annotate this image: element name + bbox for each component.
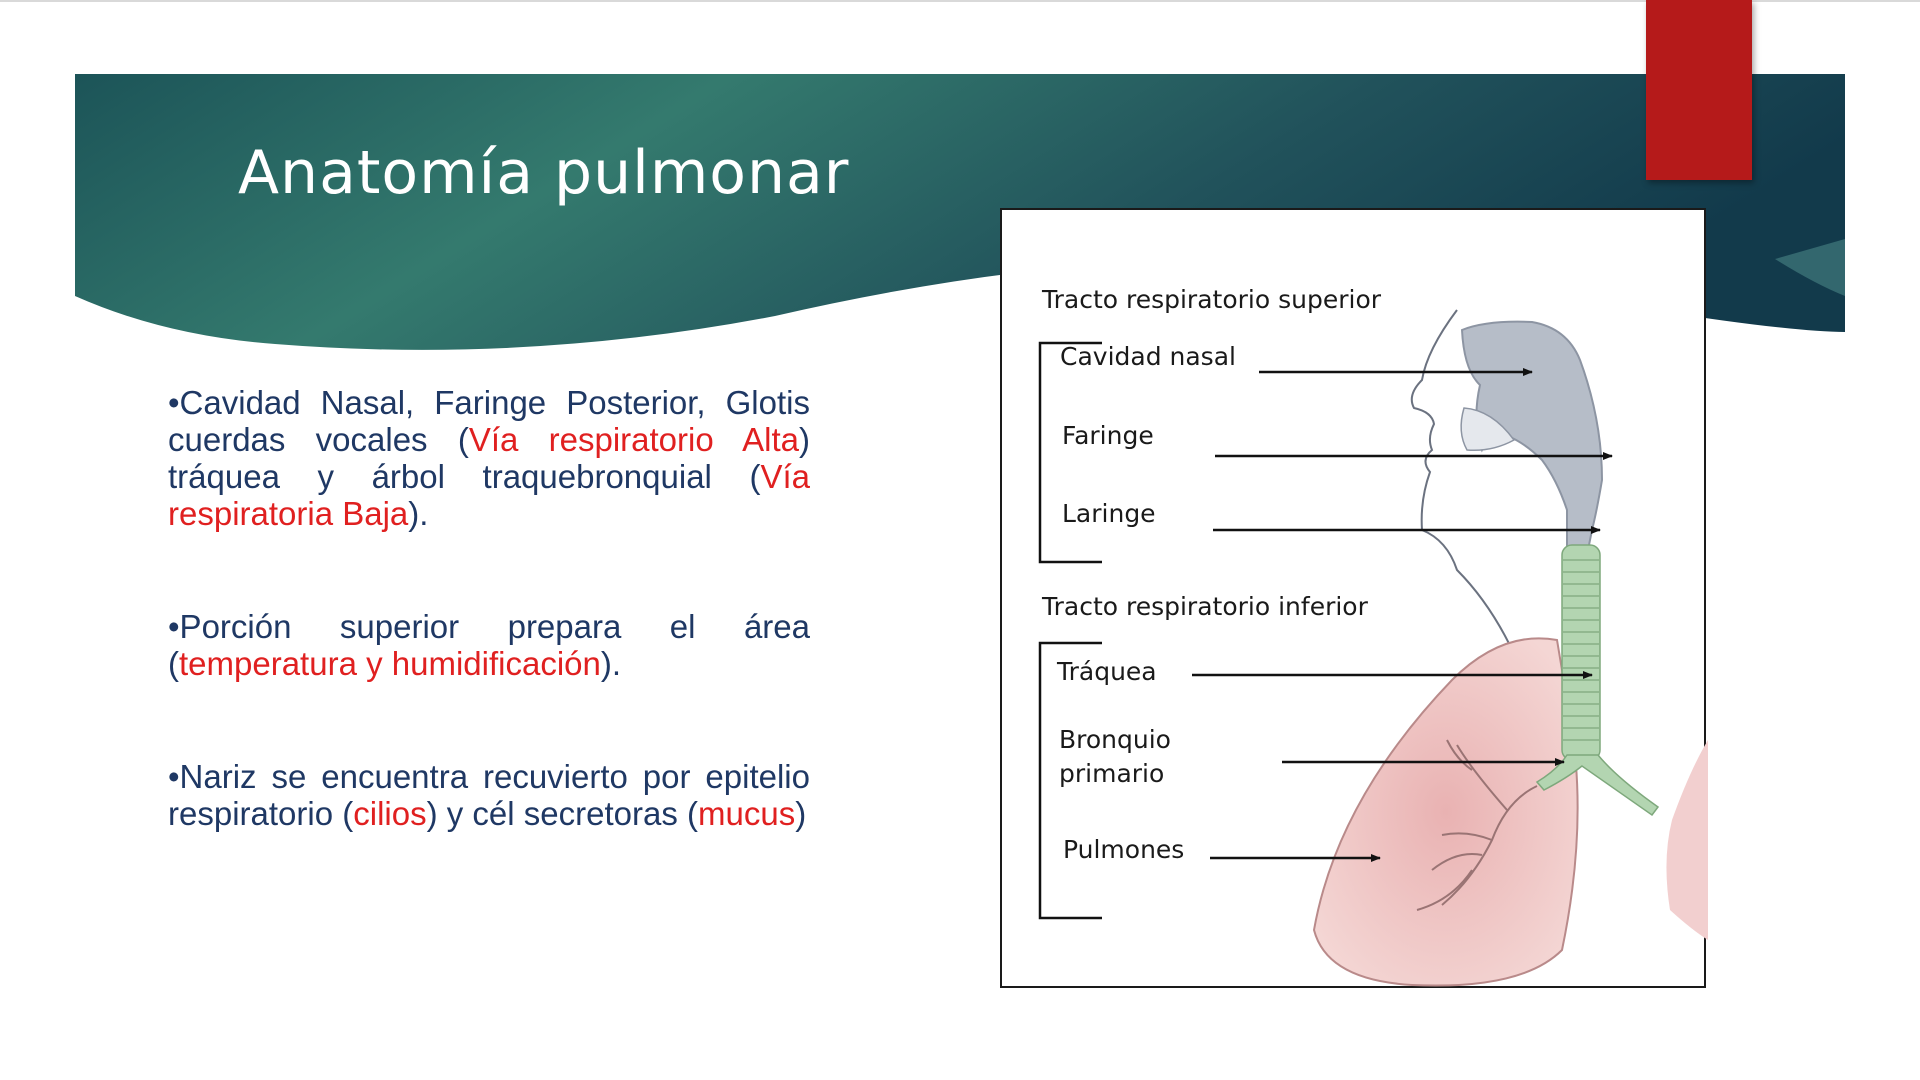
primary-bronchi <box>1535 754 1660 817</box>
bullet-text: ) y cél secretoras ( <box>426 795 698 832</box>
highlight-mucus: mucus <box>698 795 796 832</box>
label-trachea: Tráquea <box>1056 657 1157 686</box>
lower-tract-title: Tracto respiratorio inferior <box>1041 592 1369 621</box>
label-bronchus-line1: Bronquio <box>1059 725 1171 754</box>
top-border-line <box>0 0 1920 2</box>
label-pharynx: Faringe <box>1062 421 1154 450</box>
bullet-list: •Cavidad Nasal, Faringe Posterior, Gloti… <box>168 384 810 908</box>
bullet-text: ). <box>408 495 429 532</box>
oral-cavity <box>1460 407 1516 452</box>
bullet-item-upper-portion: •Porción superior prepara el área (tempe… <box>168 608 810 682</box>
label-lungs: Pulmones <box>1063 835 1184 864</box>
title-banner <box>75 74 1845 364</box>
bullet-text: ). <box>600 645 622 682</box>
highlight-lower-airway: Vía respiratoria Baja <box>168 458 810 532</box>
upper-tract-bracket <box>1038 341 1102 564</box>
bullet-item-upper-lower-airway: •Cavidad Nasal, Faringe Posterior, Gloti… <box>168 384 810 532</box>
label-bronchus-line2: primario <box>1059 759 1164 788</box>
slide-title: Anatomía pulmonar <box>238 138 850 208</box>
red-accent-tab <box>1646 0 1752 180</box>
highlight-cilia: cilios <box>353 795 427 832</box>
bronchial-tree <box>1416 739 1538 911</box>
bullet-item-nose-epithelium: •Nariz se encuentra recuviertο por epite… <box>168 758 810 832</box>
respiratory-tract-diagram: Tracto respiratorio superior Tracto resp… <box>1000 208 1708 988</box>
highlight-upper-airway: Vía respiratorio Alta <box>468 421 799 458</box>
face-profile-outline <box>1410 309 1518 661</box>
bullet-text: ) tráquea y árbol traquebronquial ( <box>168 421 810 495</box>
bullet-text: •Cavidad Nasal, Faringe Posterior, Gloti… <box>168 384 810 458</box>
trachea-rings <box>1563 559 1599 741</box>
left-lung <box>1312 637 1579 987</box>
bullet-text: ) <box>795 795 807 832</box>
right-lung <box>1666 740 1708 940</box>
anatomy-illustration <box>1312 309 1708 987</box>
highlight-temperature-humidification: temperatura y humidificación <box>179 645 601 682</box>
bullet-text: •Nariz se encuentra recuviertο por epite… <box>168 758 810 832</box>
label-larynx: Laringe <box>1062 499 1156 528</box>
label-nasal-cavity: Cavidad nasal <box>1060 342 1236 371</box>
lower-tract-bracket <box>1038 641 1102 920</box>
bullet-text: •Porción superior prepara el área ( <box>168 608 810 682</box>
upper-tract-title: Tracto respiratorio superior <box>1041 285 1382 314</box>
